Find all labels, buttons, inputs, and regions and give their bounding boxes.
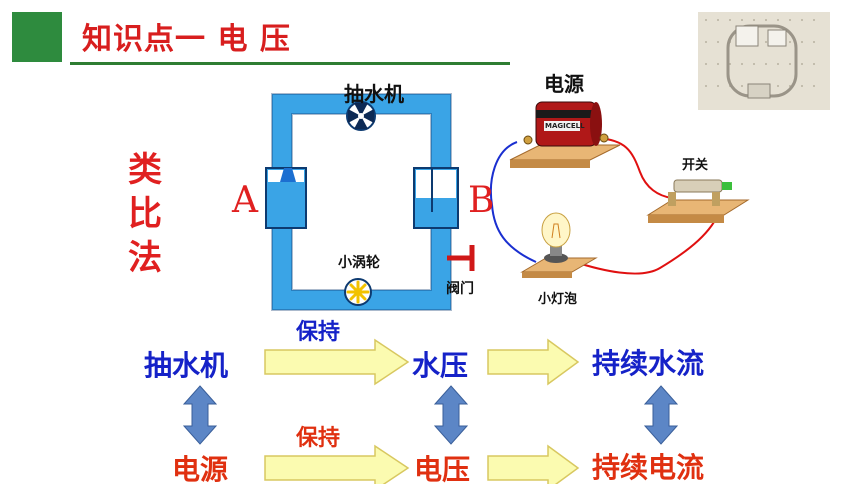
bulb-label: 小灯泡: [538, 292, 578, 307]
wire-blue: [490, 141, 537, 263]
row2-arrow-text: 保持: [296, 426, 341, 451]
circuit-board-photo: [698, 12, 830, 110]
turbine-label: 小涡轮: [338, 255, 380, 271]
page-title: 知识点一 电 压: [82, 22, 291, 57]
pump-label: 抽水机: [344, 82, 404, 106]
arrow-row1-first: [264, 338, 410, 386]
header-accent-block: [12, 12, 62, 62]
turbine-icon: [344, 278, 372, 306]
switch: [646, 179, 750, 223]
valve-label: 阀门: [446, 281, 474, 297]
analogy-method-label: 类比法: [128, 150, 162, 278]
double-arrow-end: [643, 385, 679, 445]
source-label: 电源: [544, 72, 584, 96]
wire-red-top: [597, 137, 673, 199]
point-b-label: B: [468, 180, 495, 221]
row1-arrow-text: 保持: [296, 320, 341, 345]
arrow-row1-second: [487, 338, 580, 386]
bulb: [520, 212, 598, 278]
valve-icon: [447, 245, 475, 271]
point-a-label: A: [232, 180, 258, 221]
header-underline: [70, 62, 510, 65]
double-arrow-mid: [433, 385, 469, 445]
row1-end-text: 持续水流: [592, 347, 705, 380]
battery-brand: MAGICELL: [545, 122, 585, 130]
row1-mid-text: 水压: [412, 349, 469, 382]
arrow-row2-second: [487, 444, 580, 484]
row1-start-text: 抽水机: [144, 349, 229, 382]
wire-red-bottom: [574, 209, 721, 275]
battery: [509, 101, 621, 168]
double-arrow-start: [182, 385, 218, 445]
switch-label: 开关: [682, 158, 709, 173]
arrow-row2-first: [264, 444, 410, 484]
row2-start-text: 电源: [172, 453, 229, 486]
row2-mid-text: 电压: [414, 453, 471, 486]
row2-end-text: 持续电流: [592, 451, 705, 484]
pump-fan-icon: [346, 101, 376, 131]
